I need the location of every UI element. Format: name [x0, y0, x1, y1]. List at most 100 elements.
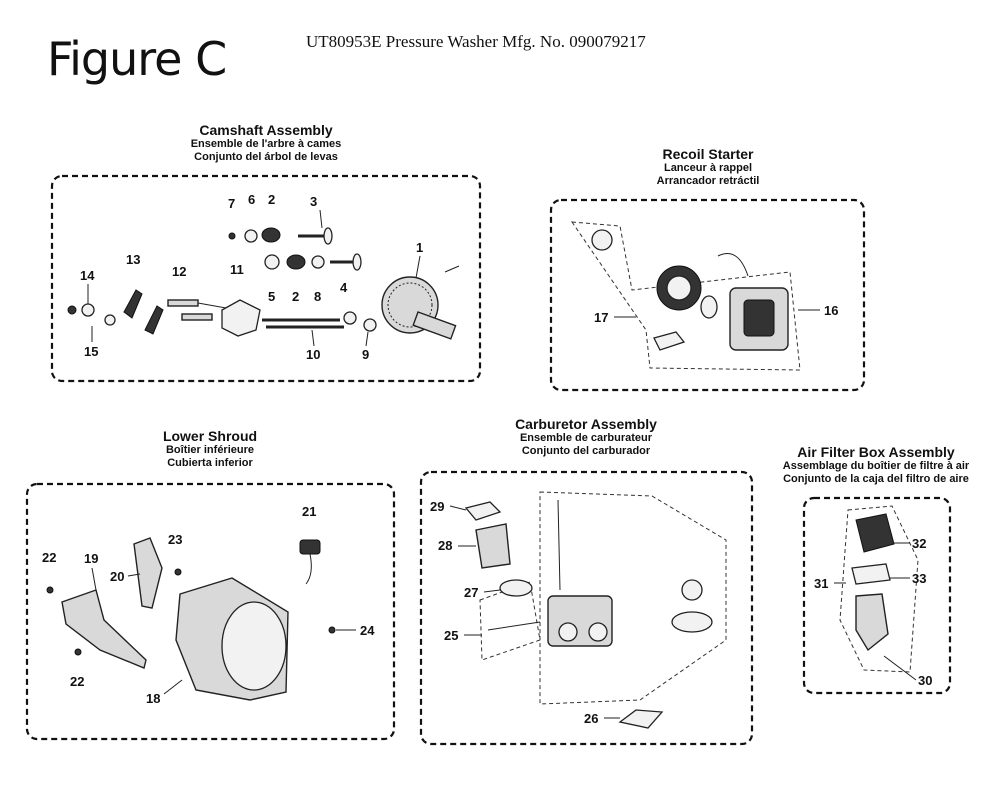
rocker-stud-b [181, 313, 213, 321]
insulator-gasket [499, 579, 533, 597]
leader-29 [449, 505, 467, 511]
airfilter-title-es: Conjunto de la caja del filtro de aire [783, 472, 969, 485]
camshaft-shaft [412, 311, 457, 340]
leader-30 [883, 655, 917, 681]
rocker-stud-a [167, 299, 199, 307]
part-num-22-top: 22 [42, 550, 56, 565]
shroud-deflector [61, 589, 147, 669]
part-num-24: 24 [360, 623, 375, 638]
leader-27 [483, 589, 501, 593]
camshaft-panel [50, 174, 482, 383]
part-num-19: 19 [84, 551, 98, 566]
part-num-11: 11 [230, 262, 244, 277]
carburetor-heading: Carburetor Assembly Ensemble de carburat… [496, 416, 676, 457]
part-num-13: 13 [126, 252, 140, 267]
spring-seat [311, 255, 325, 269]
valve-seal [264, 254, 280, 270]
adjust-nut-c [104, 314, 116, 326]
shroud-title-en: Lower Shroud [162, 428, 258, 444]
rocker-plate [221, 299, 261, 337]
leader-1 [415, 255, 421, 279]
recoil-title-fr: Lanceur à rappel [663, 162, 753, 175]
part-num-14: 14 [80, 268, 95, 283]
valve-keeper [228, 232, 236, 240]
part-num-2-bottom: 2 [292, 289, 299, 304]
part-num-31: 31 [814, 576, 828, 591]
leader-19 [91, 567, 97, 591]
idle-screw [487, 621, 541, 631]
air-filter-panel [802, 496, 952, 695]
shroud-title-es: Cubierta inferior [167, 456, 253, 469]
part-num-1: 1 [416, 240, 423, 255]
part-num-8: 8 [314, 289, 321, 304]
recoil-heading: Recoil Starter Lanceur à rappel Arrancad… [620, 146, 796, 187]
air-filter-group [802, 496, 952, 695]
lower-shroud-group [25, 482, 396, 741]
tappet-a [343, 311, 357, 325]
shroud-side-panel [133, 537, 163, 609]
carburetor-assembly-group [419, 470, 754, 746]
rocker-arm-a [123, 289, 143, 319]
shroud-bolt-d [328, 626, 336, 634]
carburetor-sub-boundary [539, 491, 727, 705]
recoil-sub-boundary [570, 221, 801, 371]
part-num-22-bottom: 22 [70, 674, 84, 689]
camshaft-heading: Camshaft Assembly Ensemble de l'arbre à … [150, 122, 382, 163]
airfilter-title-fr: Assemblage du boîtier de filtre à air [782, 460, 970, 473]
shroud-bolt-c [174, 568, 182, 576]
part-num-33: 33 [912, 571, 926, 586]
intake-valve-head [323, 227, 333, 245]
air-filter-sub-boundary [839, 505, 919, 673]
part-num-7: 7 [228, 196, 235, 211]
shroud-sensor [299, 539, 321, 555]
stud-leader-a [197, 302, 227, 309]
part-num-29: 29 [430, 499, 444, 514]
part-num-15: 15 [84, 344, 98, 359]
valve-spring-b [286, 254, 306, 270]
part-num-10: 10 [306, 347, 320, 362]
recoil-spring [700, 295, 718, 319]
starter-handle [653, 331, 686, 351]
part-num-32: 32 [912, 536, 926, 551]
shroud-title-fr: Boîtier inférieure [165, 444, 255, 457]
part-num-9: 9 [362, 347, 369, 362]
leader-18 [163, 679, 183, 695]
part-num-28: 28 [438, 538, 452, 553]
carburetor-throat [558, 622, 578, 642]
cam-gear-teeth [387, 282, 433, 328]
camshaft-title-en: Camshaft Assembly [199, 122, 333, 138]
shroud-bolt-b [74, 648, 82, 656]
starter-rope [717, 253, 749, 277]
part-num-25: 25 [444, 628, 458, 643]
exhaust-valve-head [352, 253, 362, 271]
leader-3 [319, 209, 323, 229]
part-num-12: 12 [172, 264, 186, 279]
air-filter-element [851, 563, 891, 585]
part-num-26: 26 [584, 711, 598, 726]
part-num-21: 21 [302, 504, 316, 519]
air-filter-base [855, 593, 889, 652]
carburetor-bracket [475, 523, 511, 569]
figure-label: Figure C [47, 32, 227, 86]
part-num-20: 20 [110, 569, 124, 584]
leader-20 [127, 573, 141, 577]
float [681, 579, 703, 601]
part-num-2-top: 2 [268, 192, 275, 207]
rocker-arm-b [144, 305, 164, 335]
shroud-bolt-a [46, 586, 54, 594]
leader-9 [365, 331, 369, 347]
carburetor-panel [419, 470, 754, 746]
lower-shroud-panel [25, 482, 396, 741]
recoil-title-en: Recoil Starter [662, 146, 754, 162]
sensor-wire [305, 553, 312, 585]
part-num-18: 18 [146, 691, 160, 706]
airfilter-heading: Air Filter Box Assembly Assemblage du bo… [772, 444, 980, 485]
camshaft-title-fr: Ensemble de l'arbre à cames [190, 138, 342, 151]
carburetor-gasket [464, 501, 502, 521]
carburetor-title-es: Conjunto del carburador [521, 444, 651, 457]
air-filter-cover [855, 513, 895, 553]
choke-shaft [557, 499, 561, 591]
part-num-30: 30 [918, 673, 932, 688]
part-num-3: 3 [310, 194, 317, 209]
